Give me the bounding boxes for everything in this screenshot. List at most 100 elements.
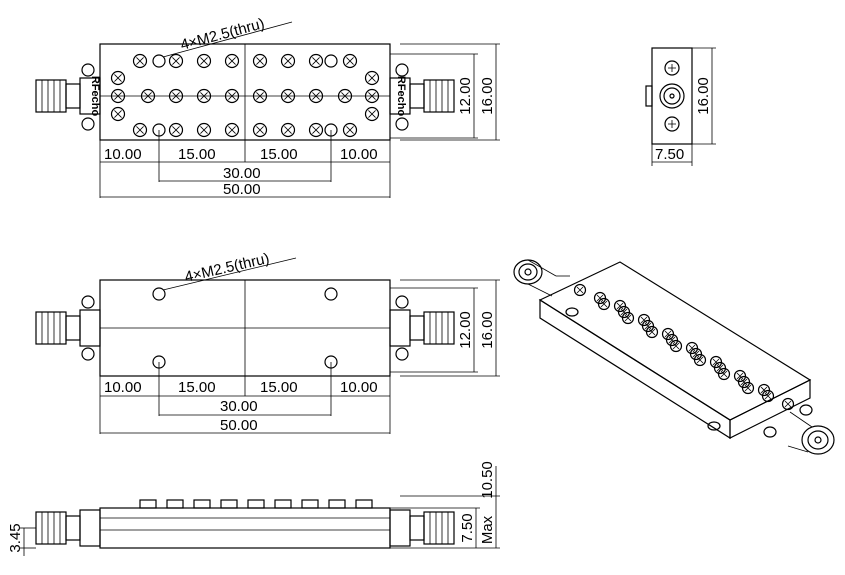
screw-cross	[624, 314, 632, 322]
screw-cross	[200, 126, 208, 134]
screw-cross	[200, 57, 208, 65]
screw-cross	[692, 350, 700, 358]
screw-cross	[672, 342, 680, 350]
dim-16: 16.00	[479, 311, 496, 349]
top-left-connector	[35, 63, 101, 131]
brand-right: RFecho	[395, 76, 407, 117]
front-dim-7-5: 7.50	[459, 513, 476, 542]
iso-screw-group	[573, 283, 795, 411]
screw-cross	[760, 386, 768, 394]
mount-hole	[324, 54, 338, 68]
iso-screw-icon	[713, 361, 727, 375]
screw-icon	[110, 106, 126, 122]
front-dim-3-45: 3.45	[7, 523, 24, 552]
top-right-connector	[389, 63, 455, 131]
dim-50: 50.00	[220, 417, 258, 434]
iso-screw-icon	[757, 383, 771, 397]
screw-cross	[720, 370, 728, 378]
front-dim-10-5: 10.50	[479, 461, 496, 499]
side-dim-16: 16.00	[695, 77, 712, 115]
screw-cross	[368, 110, 376, 118]
screw-icon	[224, 88, 240, 104]
screw-cross	[136, 126, 144, 134]
screw-icon	[196, 53, 212, 69]
tuning-screw-group	[110, 53, 380, 138]
screw-cross	[228, 92, 236, 100]
screw-icon	[280, 122, 296, 138]
screw-cross	[744, 384, 752, 392]
screw-icon	[252, 53, 268, 69]
screw-head	[274, 499, 292, 509]
screw-cross	[341, 92, 349, 100]
bottom-left-connector	[35, 295, 101, 361]
iso-screw-icon	[665, 333, 679, 347]
dim-15-right: 15.00	[260, 146, 298, 163]
screw-cross	[346, 57, 354, 65]
dim-15-left: 15.00	[178, 146, 216, 163]
mount-hole	[152, 54, 166, 68]
screw-cross	[114, 92, 122, 100]
screw-cross	[696, 356, 704, 364]
screw-head	[301, 499, 319, 509]
screw-cross	[640, 316, 648, 324]
screw-cross	[284, 92, 292, 100]
screw-cross	[740, 378, 748, 386]
screw-icon	[364, 106, 380, 122]
screw-cross	[668, 336, 676, 344]
screw-cross	[114, 74, 122, 82]
iso-screw-icon	[573, 283, 587, 297]
screw-cross	[616, 302, 624, 310]
front-max-label: Max	[479, 515, 496, 544]
screw-cross	[228, 126, 236, 134]
iso-screw-icon	[661, 327, 675, 341]
brand-left: RFecho	[89, 76, 101, 117]
dim-30: 30.00	[223, 165, 261, 182]
screw-head	[328, 499, 346, 509]
mount-hole	[152, 287, 166, 301]
screw-cross	[648, 328, 656, 336]
iso-screw-icon	[617, 305, 631, 319]
screw-cross	[664, 330, 672, 338]
iso-screw-icon	[733, 369, 747, 383]
dim-10-left: 10.00	[104, 379, 142, 396]
screw-icon	[308, 53, 324, 69]
iso-screw-icon	[781, 397, 795, 411]
screw-head	[247, 499, 265, 509]
front-screw-heads	[139, 499, 373, 509]
screw-cross	[228, 57, 236, 65]
iso-screw-icon	[685, 341, 699, 355]
screw-icon	[132, 122, 148, 138]
screw-icon	[308, 122, 324, 138]
screw-icon	[337, 88, 353, 104]
screw-cross	[284, 57, 292, 65]
screw-cross	[712, 358, 720, 366]
screw-icon	[308, 88, 324, 104]
iso-screw-icon	[597, 297, 611, 311]
dim-10-left: 10.00	[104, 146, 142, 163]
iso-screw-icon	[613, 299, 627, 313]
screw-cross	[600, 300, 608, 308]
screw-cross	[688, 344, 696, 352]
screw-cross	[144, 92, 152, 100]
iso-screw-icon	[637, 313, 651, 327]
dim-15-right: 15.00	[260, 379, 298, 396]
side-view: 16.00 7.50	[645, 47, 716, 166]
iso-screw-icon	[717, 367, 731, 381]
iso-left-connector	[513, 259, 570, 297]
iso-screw-icon	[621, 311, 635, 325]
screw-icon	[364, 88, 380, 104]
screw-icon	[224, 122, 240, 138]
screw-icon	[110, 70, 126, 86]
screw-icon	[168, 88, 184, 104]
screw-head	[355, 499, 373, 509]
screw-cross	[576, 286, 584, 294]
iso-screw-icon	[741, 381, 755, 395]
dim-15-left: 15.00	[178, 379, 216, 396]
dim-50: 50.00	[223, 181, 261, 198]
screw-icon	[224, 53, 240, 69]
mount-hole	[324, 287, 338, 301]
iso-screw-icon	[669, 339, 683, 353]
screw-cross	[736, 372, 744, 380]
screw-cross	[172, 92, 180, 100]
dim-30: 30.00	[220, 398, 258, 415]
